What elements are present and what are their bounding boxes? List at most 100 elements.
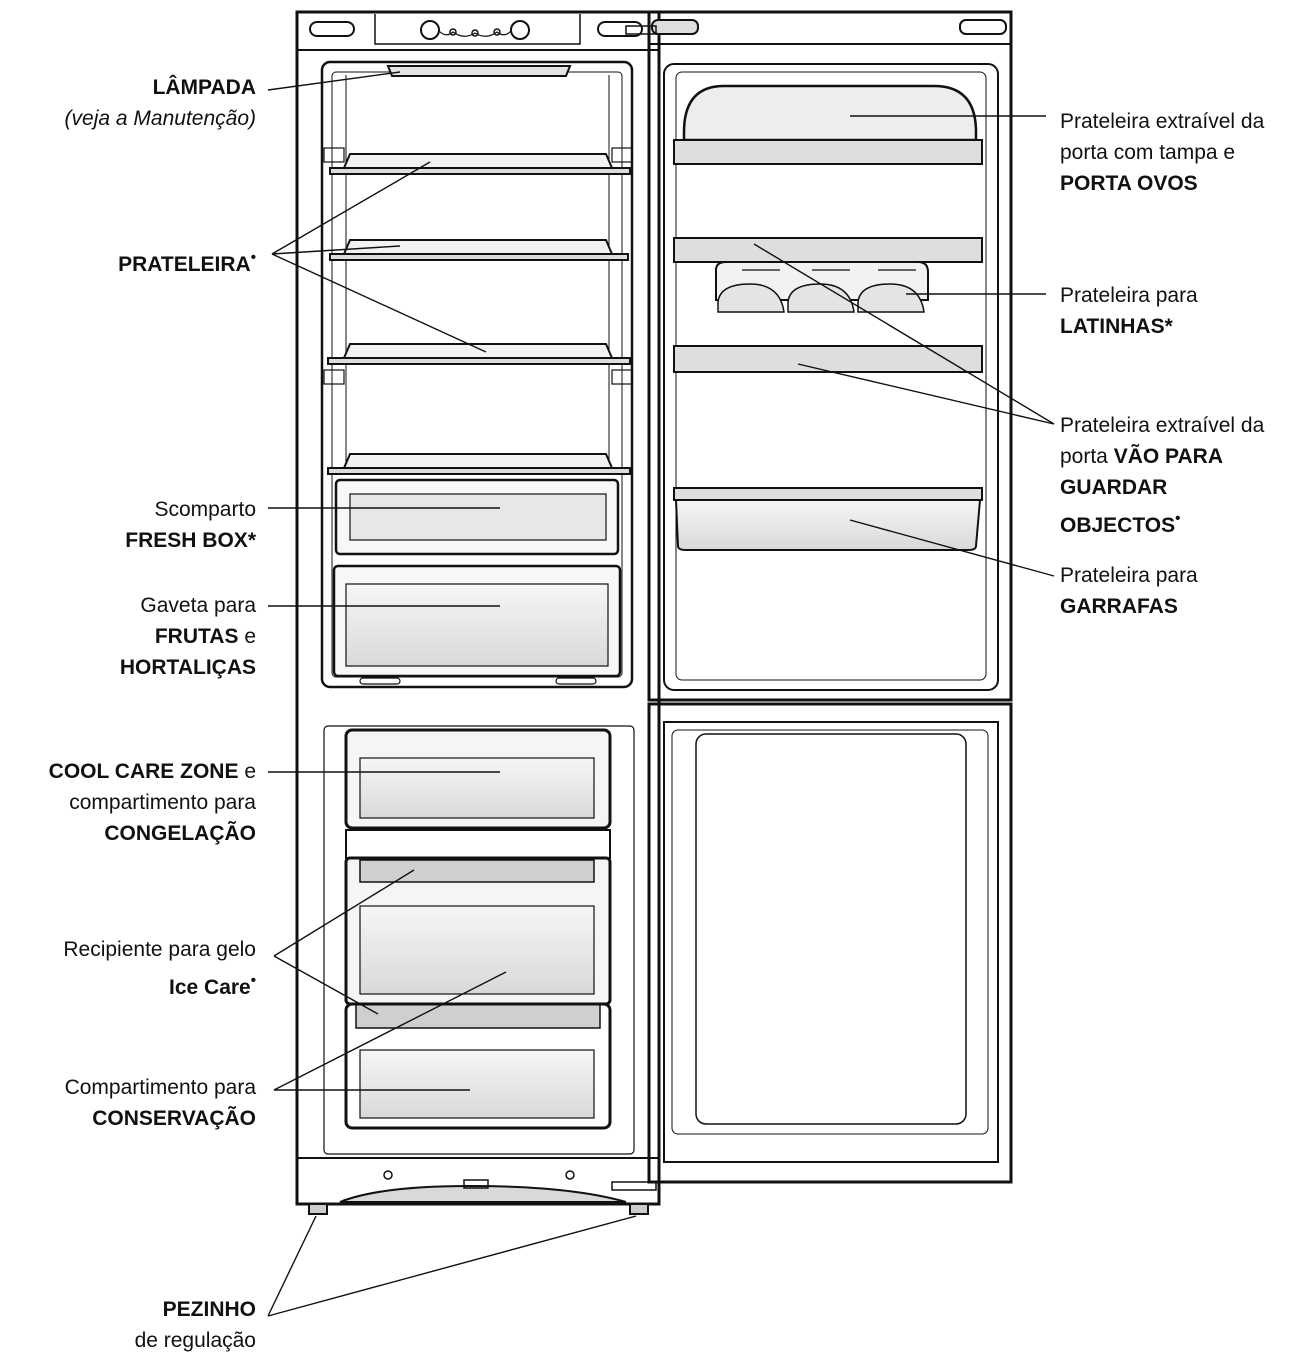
label-pezinho: PEZINHO de regulação — [135, 1294, 256, 1356]
label-fresh-box-line1: Scomparto — [154, 498, 256, 521]
label-prateleira: PRATELEIRA• — [118, 242, 256, 280]
label-porta-ovos-line3: PORTA OVOS — [1060, 172, 1198, 195]
lower-door-outline — [647, 702, 1013, 1184]
base-latch — [463, 1179, 489, 1189]
fridge-cabinet — [295, 10, 661, 1215]
label-latinhas-mark: * — [1164, 315, 1173, 338]
label-conservacao: Compartimento para CONSERVAÇÃO — [65, 1072, 256, 1134]
control-led-2 — [471, 29, 479, 37]
label-lampada-note: (veja a Manutenção) — [64, 107, 256, 130]
label-porta-ovos: Prateleira extraível da porta com tampa … — [1060, 106, 1264, 199]
can-holder — [715, 261, 929, 313]
label-ice-care-line2: Ice Care — [169, 976, 251, 999]
freezer-drawer-1 — [344, 728, 612, 830]
label-pezinho-line2: de regulação — [134, 1329, 256, 1352]
label-garrafas: Prateleira para GARRAFAS — [1060, 560, 1198, 622]
label-pezinho-line1: PEZINHO — [162, 1298, 256, 1321]
label-gaveta-line2b: e — [244, 625, 256, 648]
leader-vao-1 — [753, 243, 1055, 425]
top-vent-left — [309, 21, 355, 37]
freezer-compartment — [323, 725, 635, 1155]
leader-pezinho-1 — [267, 1215, 317, 1317]
fresh-box — [334, 478, 620, 556]
label-lampada: LÂMPADA (veja a Manutenção) — [65, 72, 256, 134]
control-led-3 — [493, 28, 501, 36]
door-handle-top-right — [959, 19, 1007, 35]
label-gaveta-line3: HORTALIÇAS — [119, 656, 256, 679]
label-vao: Prateleira extraível da porta VÃO PARA G… — [1060, 410, 1264, 541]
leader-lampada — [267, 71, 401, 91]
label-latinhas-line1: Prateleira para — [1060, 284, 1198, 307]
label-garrafas-line2: GARRAFAS — [1060, 595, 1178, 618]
label-vao-line4: OBJECTOS — [1060, 514, 1176, 537]
leader-vao-2 — [797, 363, 1055, 425]
label-vao-mark: • — [1175, 510, 1181, 527]
shelf-1 — [323, 147, 633, 175]
door-hinge-top — [625, 25, 657, 35]
base-screw-left — [383, 1170, 393, 1180]
control-wire — [438, 30, 512, 37]
label-cool-care: COOL CARE ZONE e compartimento para CONG… — [49, 756, 256, 849]
control-led-1 — [449, 28, 457, 36]
door-shelf-3 — [673, 345, 983, 373]
crisper-drawer — [332, 564, 622, 685]
label-ice-care: Recipiente para gelo Ice Care• — [63, 934, 256, 1003]
door-handle-top-left — [651, 19, 699, 35]
leader-ice-care-1 — [273, 869, 415, 957]
egg-tray-lid — [673, 84, 983, 165]
shelf-4 — [327, 453, 631, 475]
base-hinge — [611, 1181, 657, 1191]
label-fresh-box: Scomparto FRESH BOX* — [125, 494, 256, 556]
lower-door-panel — [695, 733, 967, 1125]
label-cool-care-line2: compartimento para — [69, 791, 256, 814]
top-vent-right — [597, 21, 643, 37]
label-gaveta: Gaveta para FRUTAS e HORTALIÇAS — [120, 590, 256, 683]
shelf-3 — [323, 343, 633, 385]
lower-door-liner-2 — [671, 729, 989, 1135]
label-vao-line1: Prateleira extraível da — [1060, 414, 1265, 437]
label-conservacao-line1: Compartimento para — [64, 1076, 256, 1099]
control-knob-left — [420, 20, 440, 40]
label-vao-line2a: porta — [1060, 445, 1108, 468]
foot-left — [308, 1203, 328, 1215]
door-shelf-2 — [673, 237, 983, 263]
label-prateleira-mark: • — [250, 249, 256, 266]
leader-garrafas — [849, 519, 1055, 577]
label-cool-care-line3: CONGELAÇÃO — [104, 822, 256, 845]
label-fresh-box-line2: FRESH BOX — [125, 529, 248, 552]
label-cool-care-line1a: COOL CARE ZONE — [48, 760, 239, 783]
label-porta-ovos-line2: porta com tampa e — [1060, 141, 1236, 164]
fridge-door — [625, 10, 1013, 1184]
shelf-2 — [329, 239, 629, 261]
label-garrafas-line1: Prateleira para — [1060, 564, 1198, 587]
label-gaveta-line1: Gaveta para — [140, 594, 256, 617]
leader-lines — [267, 71, 1055, 1317]
upper-door-liner-inner — [675, 71, 987, 681]
base-screw-right — [565, 1170, 575, 1180]
label-lampada-title: LÂMPADA — [152, 76, 256, 99]
label-cool-care-line1b: e — [244, 760, 256, 783]
ice-tray — [355, 1003, 601, 1029]
cabinet-outline — [295, 10, 661, 1206]
label-ice-care-mark: • — [250, 972, 256, 989]
leader-prateleira-1 — [271, 161, 431, 255]
label-conservacao-line2: CONSERVAÇÃO — [92, 1107, 256, 1130]
leader-pezinho-2 — [267, 1215, 637, 1317]
label-porta-ovos-line1: Prateleira extraível da — [1060, 110, 1265, 133]
label-ice-care-line1: Recipiente para gelo — [63, 938, 256, 961]
upper-door-liner — [663, 63, 999, 691]
leader-conservacao-1 — [273, 971, 507, 1091]
foot-right — [629, 1203, 649, 1215]
lower-door-liner — [663, 721, 999, 1163]
leader-prateleira-2 — [271, 245, 401, 255]
label-latinhas-line2: LATINHAS — [1060, 315, 1165, 338]
base-grille — [339, 1184, 627, 1203]
label-vao-line3: GUARDAR — [1060, 476, 1168, 499]
upper-door-outline — [647, 10, 1013, 702]
freezer-drawer-2 — [344, 856, 612, 1006]
control-panel — [374, 14, 581, 45]
label-fresh-box-mark: * — [247, 529, 256, 552]
label-prateleira-title: PRATELEIRA — [118, 253, 251, 276]
label-latinhas: Prateleira para LATINHAS* — [1060, 280, 1198, 342]
